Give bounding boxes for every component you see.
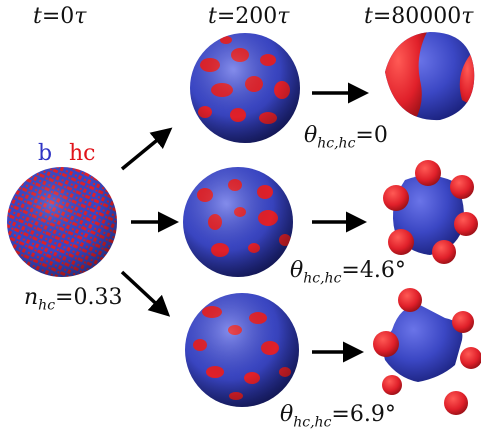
header-t200-unit: τ	[277, 4, 290, 29]
arrow-t0-to-top	[120, 127, 173, 171]
angle-3-value: =6.9°	[331, 402, 396, 427]
angle-3-sub: hc,hc	[293, 414, 332, 431]
vesicle-t0	[7, 167, 117, 277]
vesicle-t80000-bottom	[373, 288, 481, 415]
vesicle-t200-top	[190, 33, 300, 143]
header-t80000-var: t	[364, 4, 373, 29]
angle-2-sub: hc,hc	[303, 270, 342, 287]
header-t0-eq: =0	[41, 4, 75, 29]
angle-label-1: θhc,hc=0	[304, 123, 388, 152]
angle-1-value: =0	[355, 123, 388, 148]
header-t200-var: t	[208, 4, 217, 29]
composition-label: nhc=0.33	[24, 285, 123, 314]
header-t80000: t=80000τ	[364, 6, 473, 28]
header-t200: t=200τ	[208, 6, 289, 28]
angle-1-sub: hc,hc	[317, 135, 356, 152]
header-t200-eq: =200	[216, 4, 278, 29]
angle-label-3: θhc,hc=6.9°	[280, 402, 396, 431]
angle-3-var: θ	[280, 402, 294, 427]
angle-2-var: θ	[290, 258, 304, 283]
vesicle-t80000-top	[385, 32, 475, 121]
vesicle-t200-bottom	[185, 293, 299, 407]
species-label-b: b	[38, 141, 53, 166]
angle-label-2: θhc,hc=4.6°	[290, 258, 406, 287]
composition-value: =0.33	[55, 285, 123, 310]
header-t0-unit: τ	[74, 4, 87, 29]
arrow-t0-to-bottom	[120, 270, 171, 317]
arrows	[120, 82, 369, 363]
composition-sub: hc	[38, 297, 56, 314]
header-t80000-eq: =80000	[372, 4, 462, 29]
header-t0: t=0τ	[33, 6, 86, 28]
header-t0-var: t	[33, 4, 42, 29]
vesicle-t80000-middle	[383, 160, 478, 264]
angle-2-value: =4.6°	[341, 258, 406, 283]
header-t80000-unit: τ	[461, 4, 474, 29]
vesicle-t200-middle	[183, 167, 293, 277]
angle-1-var: θ	[304, 123, 318, 148]
composition-var: n	[24, 285, 39, 310]
species-label-hc: hc	[69, 141, 96, 166]
